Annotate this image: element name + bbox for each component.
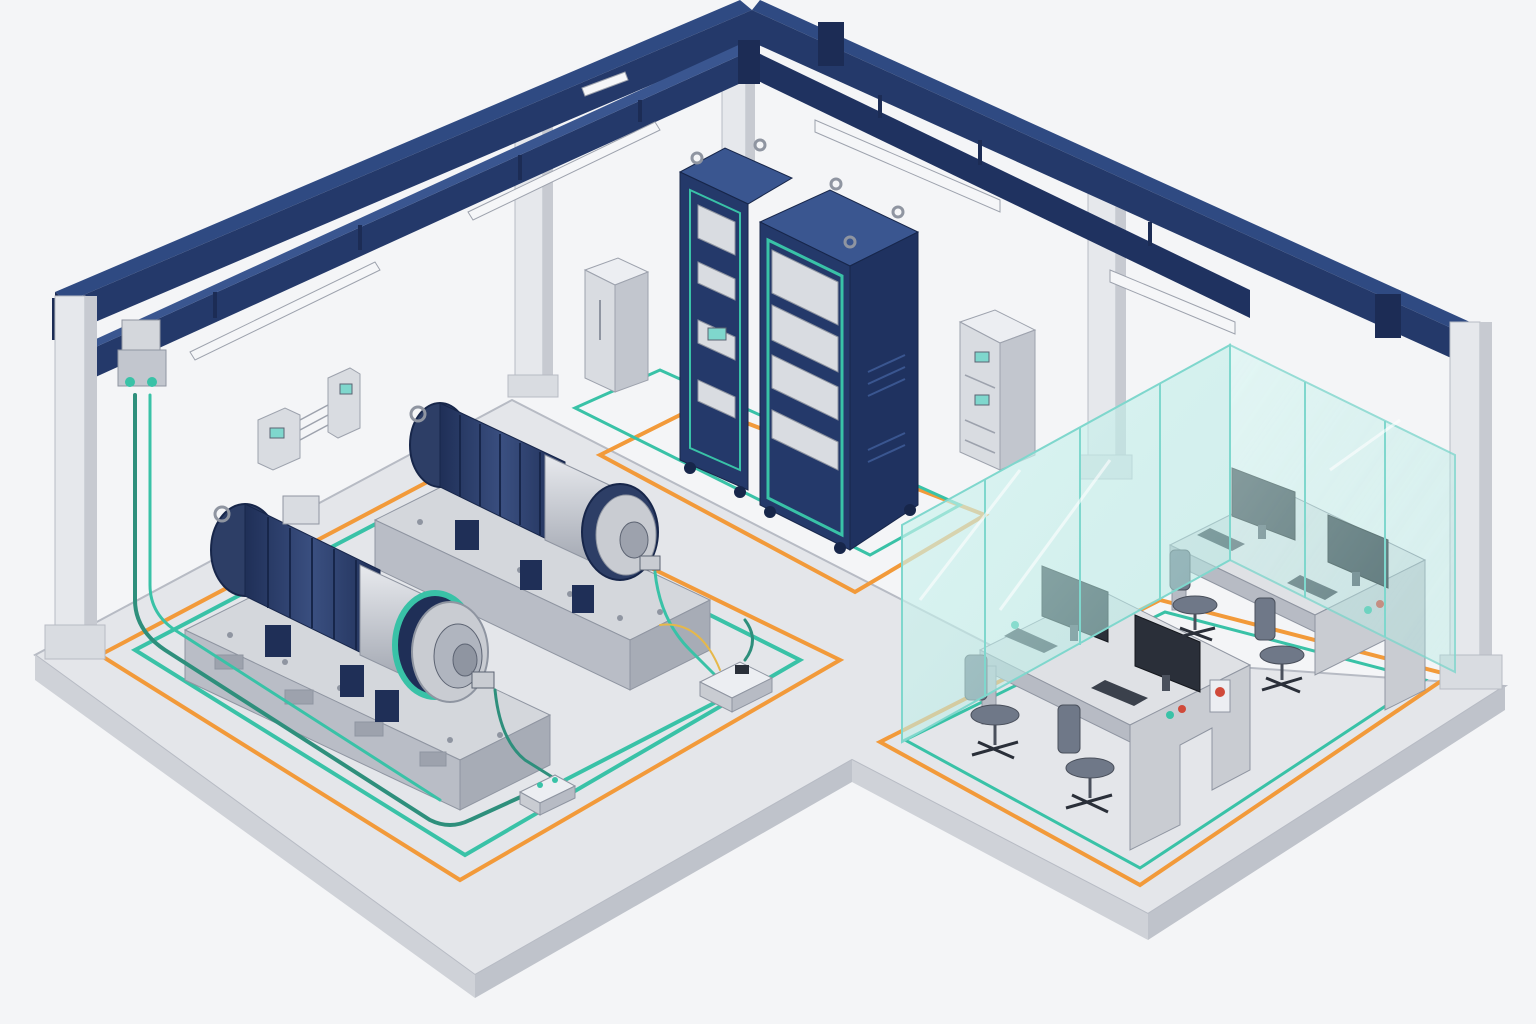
floor-side-right bbox=[852, 760, 1148, 940]
gantry-coupling bbox=[738, 40, 760, 84]
gantry-beam-front-top bbox=[72, 42, 752, 355]
office-chair-icon bbox=[1254, 597, 1305, 694]
control-rack-right bbox=[758, 177, 920, 554]
floor-side-mid bbox=[475, 760, 852, 998]
overhead-gantry bbox=[52, 0, 1470, 387]
ceiling-light-icon bbox=[581, 71, 629, 97]
glass-reflections bbox=[918, 418, 1401, 611]
glass-partition bbox=[901, 343, 1456, 744]
electrical-cabinet-right bbox=[958, 309, 1037, 471]
gantry-trolley bbox=[117, 319, 167, 387]
rack-display-screen bbox=[707, 327, 727, 341]
motor-lifting-eye bbox=[213, 505, 231, 523]
cable-icon bbox=[148, 393, 442, 802]
motor-terminal-box bbox=[282, 495, 320, 525]
rack-vent-slots bbox=[867, 354, 906, 463]
motor-zone-orange-line bbox=[95, 467, 845, 883]
gantry-beam-left-face bbox=[67, 10, 752, 334]
floor-side-left bbox=[35, 655, 475, 998]
cables bbox=[133, 393, 754, 827]
ceiling-light-icon bbox=[189, 261, 381, 361]
gantry-beam-left-top bbox=[55, 0, 752, 302]
gantry-beam-front-face bbox=[78, 50, 752, 385]
gantry-beam-inner-face bbox=[752, 50, 1250, 318]
ceiling-light-icon bbox=[814, 119, 1001, 213]
ceiling-light-icon bbox=[1109, 269, 1236, 335]
ceiling-light-icon bbox=[467, 121, 661, 221]
glass-wall-right bbox=[1229, 343, 1456, 674]
column-front-left bbox=[44, 295, 106, 660]
rack-eyebolts bbox=[829, 177, 905, 249]
electric-motor-back bbox=[409, 402, 661, 613]
cable-icon bbox=[659, 623, 721, 671]
junction-box-front bbox=[518, 774, 577, 816]
gantry-coupling bbox=[818, 22, 844, 66]
electric-motor-front bbox=[210, 495, 495, 722]
wall-panel-left bbox=[257, 407, 301, 471]
wall-panel-right bbox=[327, 367, 361, 439]
wall-control-panels bbox=[257, 367, 361, 471]
gantry-beam-right-top bbox=[752, 0, 1470, 332]
cable-icon bbox=[563, 698, 722, 782]
emergency-stop-box bbox=[1209, 679, 1231, 713]
motor-zone-teal-line bbox=[130, 482, 805, 858]
gantry-beam-right-face bbox=[752, 10, 1460, 362]
rack-eyebolts bbox=[690, 138, 767, 165]
ceiling-lights bbox=[189, 71, 1236, 361]
motor-lifting-eye bbox=[409, 405, 427, 423]
junction-box-right bbox=[698, 661, 774, 713]
cable-icon bbox=[653, 570, 722, 682]
cable-icon bbox=[133, 393, 527, 827]
electrical-cabinet-back bbox=[583, 257, 650, 393]
cabinet-display-screen bbox=[974, 394, 990, 406]
cable-icon bbox=[493, 688, 567, 787]
control-room bbox=[901, 343, 1456, 851]
gantry-coupling bbox=[1375, 294, 1401, 338]
motor-shaft bbox=[639, 555, 661, 571]
office-chair-icon bbox=[1057, 704, 1115, 814]
cable-icon bbox=[743, 618, 754, 662]
cabinet-display-screen bbox=[974, 351, 990, 363]
monitor-icon bbox=[1091, 614, 1201, 706]
control-rack-left bbox=[678, 138, 794, 498]
floor-side-far-right bbox=[1148, 686, 1505, 940]
motor-shaft bbox=[471, 671, 495, 689]
